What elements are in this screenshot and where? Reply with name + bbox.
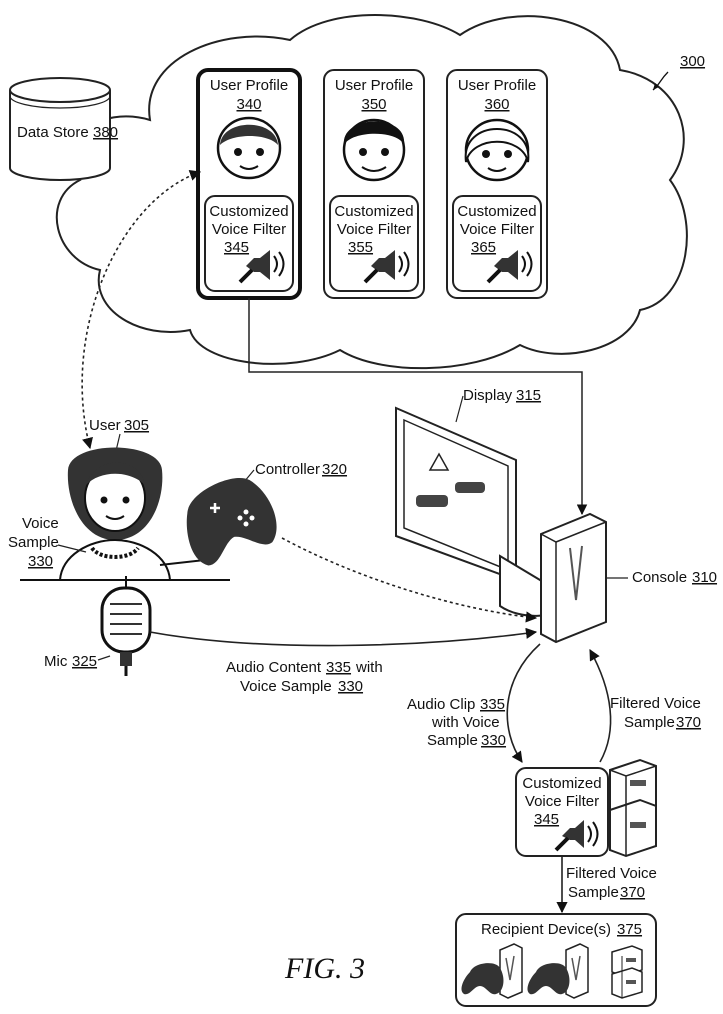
filtered-voice-down-label: Filtered Voice Sample 370 bbox=[566, 865, 657, 901]
data-store: Data Store 380 bbox=[9, 77, 118, 181]
profile-ref: 360 bbox=[484, 96, 509, 113]
display-label: Display bbox=[463, 387, 513, 404]
car-icon bbox=[416, 495, 448, 507]
audio-clip-label: Audio Clip 335 with Voice Sample 330 bbox=[407, 696, 506, 749]
svg-text:335: 335 bbox=[326, 659, 351, 676]
svg-text:Voice Filter: Voice Filter bbox=[337, 221, 411, 238]
svg-text:Customized: Customized bbox=[334, 203, 413, 220]
car-icon bbox=[455, 482, 485, 493]
svg-text:355: 355 bbox=[348, 239, 373, 256]
female-avatar-icon bbox=[216, 116, 282, 180]
console-to-filter-arrow bbox=[506, 643, 541, 763]
profile-ref: 350 bbox=[361, 96, 386, 113]
svg-text:Voice Filter: Voice Filter bbox=[460, 221, 534, 238]
display-ref: 315 bbox=[516, 387, 541, 404]
user-profile-360: User Profile 360 Customized Voice Filter… bbox=[446, 69, 548, 299]
profile-user-dotted-link bbox=[81, 170, 202, 450]
svg-text:Voice: Voice bbox=[22, 515, 59, 532]
profile-ref: 340 bbox=[236, 96, 261, 113]
wrench-speaker-icon bbox=[486, 250, 533, 284]
svg-text:370: 370 bbox=[620, 884, 645, 901]
svg-text:345: 345 bbox=[534, 811, 559, 828]
profile-title: User Profile bbox=[458, 77, 536, 94]
console-controller-icon bbox=[461, 943, 523, 999]
wrench-speaker-icon bbox=[363, 250, 410, 284]
filtered-voice-up-label: Filtered Voice Sample 370 bbox=[610, 695, 701, 731]
svg-text:370: 370 bbox=[676, 714, 701, 731]
figure-caption: FIG. 3 bbox=[284, 952, 365, 985]
server-icon bbox=[611, 945, 643, 999]
audio-content-label: Audio Content 335 with Voice Sample 330 bbox=[226, 659, 383, 695]
data-store-label: Data Store bbox=[17, 124, 89, 141]
user-profile-340: User Profile 340 Customized Voice Filter… bbox=[196, 68, 302, 300]
user-profile-350: User Profile 350 Customized Voice Filter… bbox=[323, 69, 425, 299]
svg-text:Sample: Sample bbox=[624, 714, 675, 731]
svg-text:330: 330 bbox=[28, 553, 53, 570]
svg-text:Audio Clip: Audio Clip bbox=[407, 696, 475, 713]
svg-text:330: 330 bbox=[481, 732, 506, 749]
recipient-devices: Recipient Device(s) 375 bbox=[455, 913, 657, 1007]
svg-text:365: 365 bbox=[471, 239, 496, 256]
controller-label: Controller bbox=[255, 461, 320, 478]
male-avatar-icon bbox=[342, 118, 406, 182]
svg-text:345: 345 bbox=[224, 239, 249, 256]
voice-sample-label: Voice Sample 330 bbox=[8, 515, 87, 570]
user-label: User bbox=[89, 417, 121, 434]
svg-text:Audio Content: Audio Content bbox=[226, 659, 322, 676]
game-controller: Controller 320 bbox=[186, 461, 347, 566]
svg-text:Customized: Customized bbox=[457, 203, 536, 220]
profile-to-console-arrow bbox=[248, 298, 588, 516]
user-figure: User 305 bbox=[20, 417, 230, 581]
svg-text:Voice Filter: Voice Filter bbox=[212, 221, 286, 238]
profile-title: User Profile bbox=[335, 77, 413, 94]
filter-to-console-arrow bbox=[589, 649, 612, 763]
mic-to-console-arrow bbox=[149, 627, 538, 647]
svg-text:335: 335 bbox=[480, 696, 505, 713]
mic-icon: Mic 325 bbox=[44, 576, 152, 676]
display-monitor: Display 315 bbox=[395, 387, 572, 617]
svg-text:Sample: Sample bbox=[8, 534, 59, 551]
svg-text:Filtered Voice: Filtered Voice bbox=[566, 865, 657, 882]
recipients-label: Recipient Device(s) bbox=[481, 921, 611, 938]
figure-ref-300: 300 bbox=[652, 53, 705, 91]
mic-ref: 325 bbox=[72, 653, 97, 670]
svg-text:with Voice: with Voice bbox=[431, 714, 500, 731]
console-controller-icon bbox=[527, 943, 589, 999]
svg-text:Sample: Sample bbox=[427, 732, 478, 749]
controller-ref: 320 bbox=[322, 461, 347, 478]
server-voice-filter: Customized Voice Filter 345 bbox=[515, 767, 609, 857]
server-rack-icon bbox=[609, 758, 657, 858]
wrench-speaker-icon bbox=[238, 250, 285, 284]
svg-text:Sample: Sample bbox=[568, 884, 619, 901]
warning-icon bbox=[428, 452, 450, 471]
mic-label: Mic bbox=[44, 653, 68, 670]
recipients-ref: 375 bbox=[617, 921, 642, 938]
svg-text:300: 300 bbox=[680, 53, 705, 70]
female-avatar-icon bbox=[464, 118, 530, 182]
profile-title: User Profile bbox=[210, 77, 288, 94]
controller-console-dotted-link bbox=[281, 537, 538, 623]
console-label: Console bbox=[632, 569, 687, 586]
svg-text:Voice Sample: Voice Sample bbox=[240, 678, 332, 695]
user-ref: 305 bbox=[124, 417, 149, 434]
wrench-speaker-icon bbox=[554, 820, 599, 852]
svg-text:Customized: Customized bbox=[522, 775, 601, 792]
svg-text:with: with bbox=[355, 659, 383, 676]
svg-text:Voice Filter: Voice Filter bbox=[525, 793, 599, 810]
svg-text:Customized: Customized bbox=[209, 203, 288, 220]
data-store-ref: 380 bbox=[93, 124, 118, 141]
svg-text:Filtered Voice: Filtered Voice bbox=[610, 695, 701, 712]
console-device: Console 310 bbox=[540, 512, 717, 644]
svg-text:330: 330 bbox=[338, 678, 363, 695]
console-ref: 310 bbox=[692, 569, 717, 586]
